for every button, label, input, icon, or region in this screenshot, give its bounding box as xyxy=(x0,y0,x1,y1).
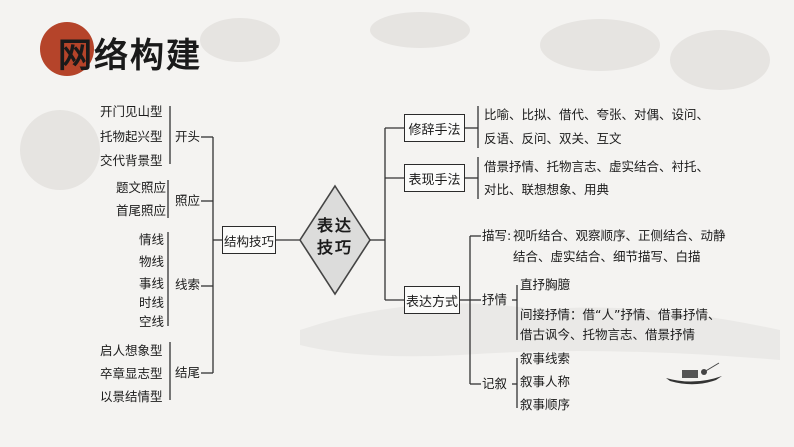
expression-label: 表达方式 xyxy=(405,294,458,310)
lyric-indirect-line-2: 借古讽今、托物言志、借景抒情 xyxy=(520,327,696,342)
narrate-clue: 叙事线索 xyxy=(520,351,571,366)
lyric-label: 抒情 xyxy=(482,292,508,307)
lyric-indirect-line-1: 间接抒情：借“人”抒情、借事抒情、 xyxy=(520,307,721,322)
performance-label: 表现手法 xyxy=(408,172,461,188)
item-end-imagine: 启人想象型 xyxy=(100,343,163,358)
item-end-scene: 以景结情型 xyxy=(100,389,163,404)
center-line-1: 表达 xyxy=(316,216,353,235)
structure-skill-box: 结构技巧 xyxy=(222,226,276,254)
item-clue-event: 事线 xyxy=(139,276,165,291)
title-red-circle xyxy=(40,22,94,76)
lyric-direct: 直抒胸臆 xyxy=(520,277,571,292)
item-clue-time: 时线 xyxy=(139,295,165,310)
item-title-echo: 题文照应 xyxy=(116,180,167,195)
narrate-label: 记叙 xyxy=(482,376,508,391)
group-label-opening: 开头 xyxy=(175,129,201,144)
rhetoric-label: 修辞手法 xyxy=(408,122,461,138)
item-head-tail-echo: 首尾照应 xyxy=(116,203,167,218)
expression-box: 表达方式 xyxy=(404,286,460,314)
fishing-boat-icon xyxy=(666,362,722,385)
rhetoric-box: 修辞手法 xyxy=(404,114,465,142)
narrate-person: 叙事人称 xyxy=(520,374,571,389)
rhetoric-line-1: 比喻、比拟、借代、夸张、对偶、设问、 xyxy=(484,107,710,122)
item-clue-object: 物线 xyxy=(139,254,165,269)
describe-line-2: 结合、虚实结合、细节描写、白描 xyxy=(513,249,701,264)
group-label-ending: 结尾 xyxy=(175,365,201,380)
performance-line-2: 对比、联想想象、用典 xyxy=(484,182,610,197)
item-open-direct: 开门见山型 xyxy=(100,104,163,119)
rhetoric-line-2: 反语、反问、双关、互文 xyxy=(484,131,622,146)
item-open-background: 交代背景型 xyxy=(100,153,163,168)
group-label-clue: 线索 xyxy=(175,277,201,292)
performance-box: 表现手法 xyxy=(404,164,465,192)
structure-skill-label: 结构技巧 xyxy=(223,233,274,249)
page-title: 网络构建 xyxy=(58,36,202,76)
item-open-analogy: 托物起兴型 xyxy=(100,129,163,144)
performance-line-1: 借景抒情、托物言志、虚实结合、衬托、 xyxy=(484,159,710,174)
describe-line-1: 视听结合、观察顺序、正侧结合、动静 xyxy=(513,228,726,243)
narrate-order: 叙事顺序 xyxy=(520,397,571,412)
center-line-2: 技巧 xyxy=(316,238,353,257)
group-label-echo: 照应 xyxy=(175,193,201,208)
item-clue-space: 空线 xyxy=(139,314,165,329)
item-clue-emotion: 情线 xyxy=(139,232,165,247)
center-node: 表达 技巧 xyxy=(300,207,370,267)
describe-label: 描写: xyxy=(482,228,512,243)
item-end-theme: 卒章显志型 xyxy=(100,366,163,381)
